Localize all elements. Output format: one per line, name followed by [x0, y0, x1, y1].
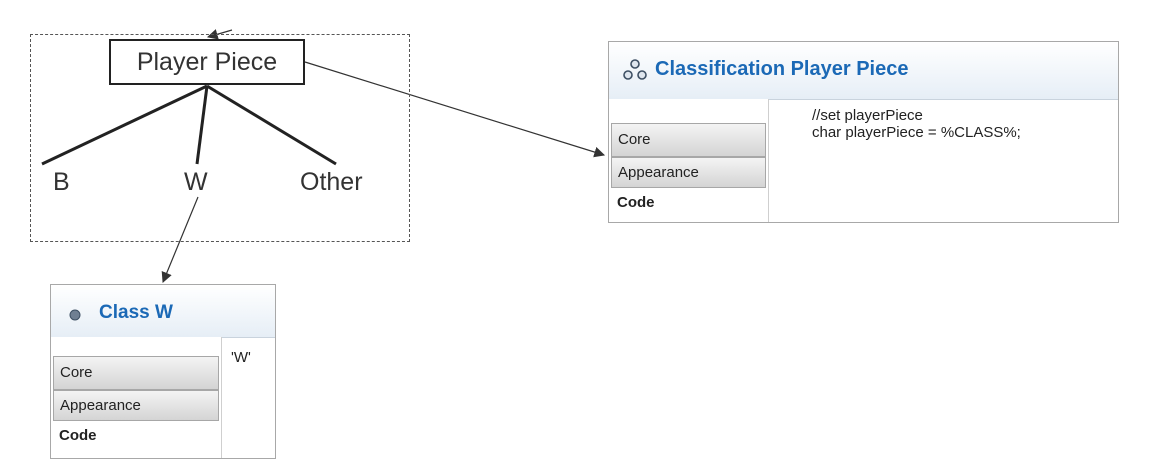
class-panel: Class W Core Appearance Code 'W' [50, 284, 276, 459]
classification-panel: Classification Player Piece Core Appeara… [608, 41, 1119, 223]
tree-edge-b [41, 84, 208, 166]
panel-body: Core Appearance Code //set playerPiece c… [609, 99, 1118, 222]
tab-list: Core Appearance Code [51, 337, 222, 458]
code-line: 'W' [231, 349, 251, 366]
arrow-to-classification-panel [304, 61, 606, 158]
code-line: //set playerPiece [812, 107, 923, 124]
incoming-arrow [206, 29, 233, 40]
tree-frame [30, 34, 410, 242]
tree-edge-other [206, 84, 337, 166]
tab-appearance[interactable]: Appearance [53, 390, 219, 421]
tab-code[interactable]: Code [611, 188, 766, 220]
leaf-node-w[interactable]: W [184, 168, 208, 196]
code-editor[interactable]: //set playerPiece char playerPiece = %CL… [812, 107, 1021, 141]
tree-edge-w [195, 85, 209, 165]
panel-header: Class W [51, 285, 275, 338]
panel-header: Classification Player Piece [609, 42, 1118, 100]
root-node-player-piece[interactable]: Player Piece [109, 39, 305, 85]
leaf-node-b[interactable]: B [53, 168, 70, 196]
class-dot-icon [69, 308, 81, 321]
classification-icon [623, 59, 647, 81]
panel-title: Class W [99, 302, 173, 323]
leaf-node-other[interactable]: Other [300, 168, 363, 196]
tab-core[interactable]: Core [611, 123, 766, 157]
panel-title: Classification Player Piece [655, 58, 909, 80]
code-line: char playerPiece = %CLASS%; [812, 124, 1021, 141]
tab-code[interactable]: Code [53, 421, 219, 453]
tab-core[interactable]: Core [53, 356, 219, 390]
code-editor[interactable]: 'W' [231, 349, 251, 366]
arrow-to-class-panel [161, 196, 199, 283]
tab-list: Core Appearance Code [609, 99, 769, 222]
panel-body: Core Appearance Code 'W' [51, 337, 275, 458]
tab-appearance[interactable]: Appearance [611, 157, 766, 188]
